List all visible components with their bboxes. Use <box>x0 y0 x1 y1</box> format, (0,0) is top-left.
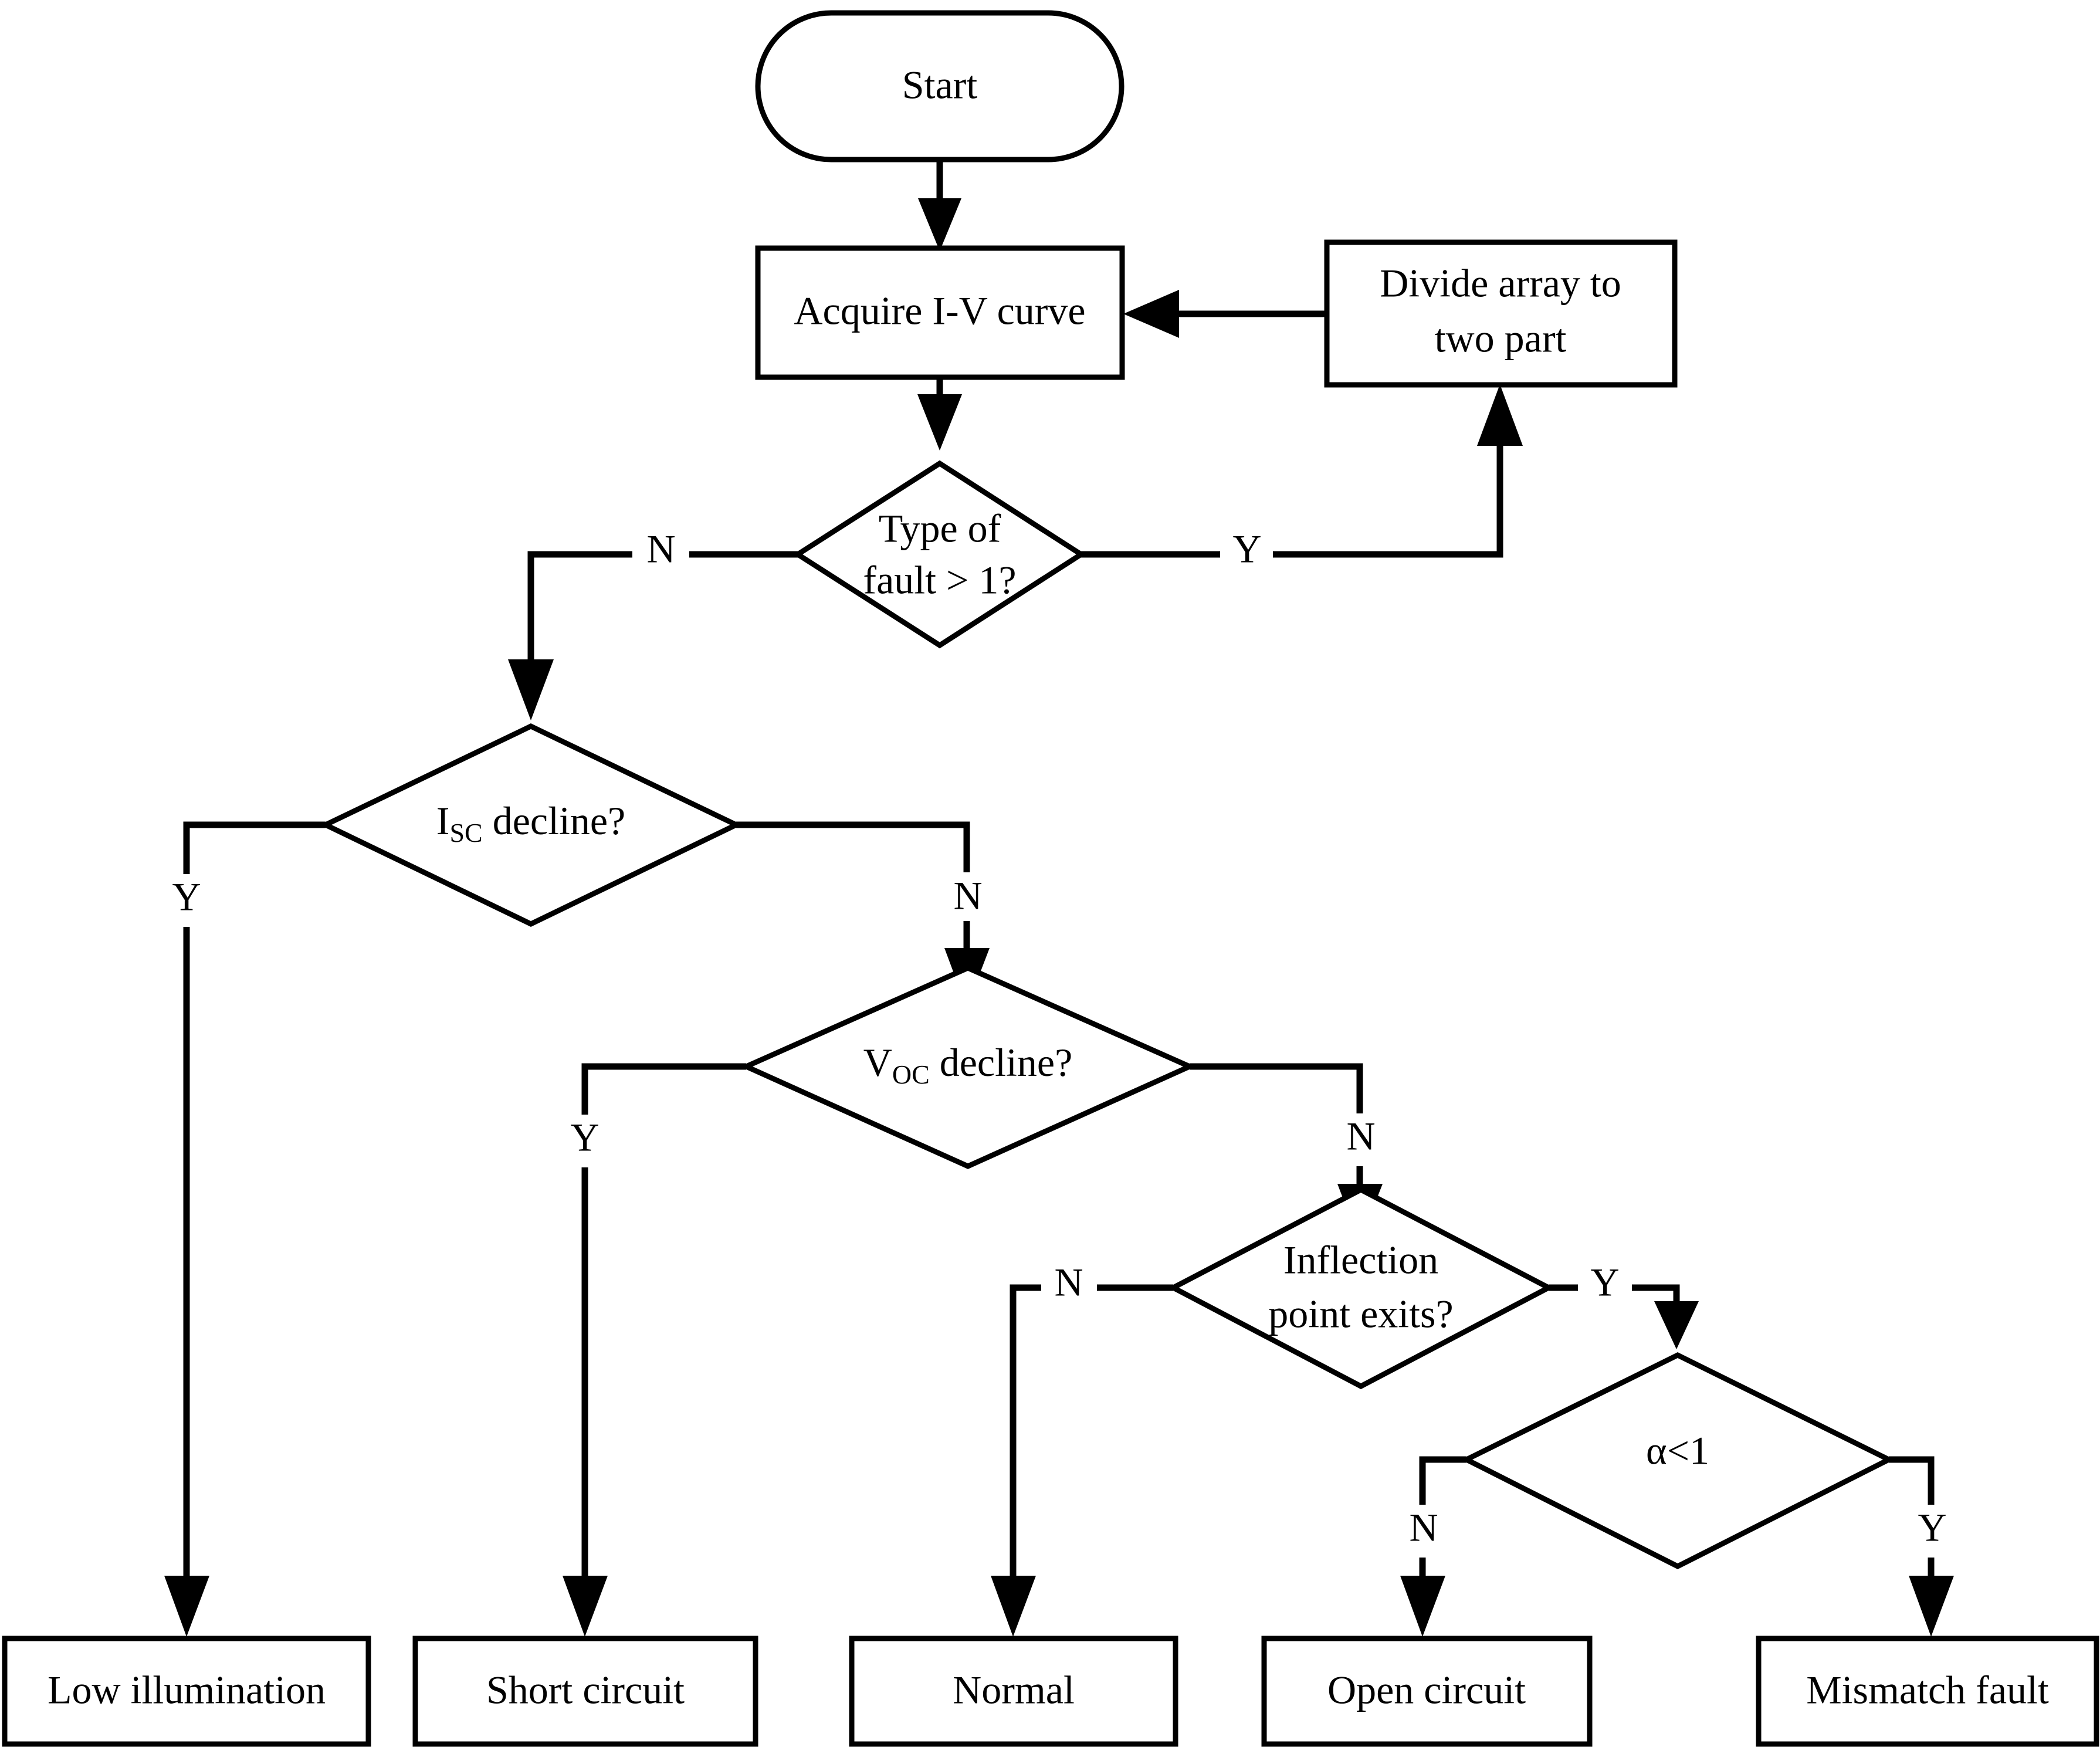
voc-tail: decline? <box>930 1040 1073 1085</box>
node-inflection-point-decision[interactable]: Inflection point exits? <box>1167 1186 1554 1390</box>
isc-tail: decline? <box>483 798 626 843</box>
branch-label-voc-yes: Y <box>570 1115 599 1160</box>
branch-label-isc-yes: Y <box>172 875 201 919</box>
node-alpha-decision[interactable]: α<1 <box>1460 1352 1895 1570</box>
edge-alpha-no-to-opencircuit <box>1400 1456 1466 1637</box>
node-acquire-label: Acquire I-V curve <box>794 289 1085 333</box>
node-normal[interactable]: Normal <box>849 1636 1178 1747</box>
edge-isc-no-to-voc <box>736 821 970 929</box>
edge-divide-to-acquire <box>1123 290 1327 338</box>
node-inflection-line2: point exits? <box>1268 1292 1453 1336</box>
node-mismatch-fault-label: Mismatch fault <box>1806 1668 2049 1712</box>
voc-subscript: OC <box>892 1059 930 1089</box>
node-type-of-fault-line2: fault > 1? <box>863 558 1016 602</box>
branch-label-alpha-no: N <box>1409 1505 1438 1550</box>
edge-alpha-yes-to-mismatchfault <box>1889 1456 1954 1637</box>
branch-label-alpha-yes: Y <box>1918 1505 1946 1550</box>
node-open-circuit-label: Open circuit <box>1327 1668 1526 1712</box>
node-type-of-fault-line1: Type of <box>879 506 1001 551</box>
branch-label-voc-no: N <box>1346 1114 1375 1159</box>
node-low-illumination[interactable]: Low illumination <box>2 1636 371 1747</box>
node-type-of-fault-decision[interactable]: Type of fault > 1? <box>792 460 1086 649</box>
edge-typeoffault-no-to-isc <box>508 551 798 720</box>
branch-label-inflection-yes: Y <box>1590 1260 1619 1305</box>
branch-label-typeoffault-no: N <box>646 527 675 571</box>
node-isc-decline-decision[interactable]: ISC decline? <box>319 723 743 927</box>
node-short-circuit-label: Short circuit <box>486 1668 685 1712</box>
edge-acquire-to-typeoffault <box>917 377 962 451</box>
edge-start-to-acquire <box>918 160 961 251</box>
node-short-circuit[interactable]: Short circuit <box>412 1636 758 1747</box>
node-voc-decline-decision[interactable]: VOC decline? <box>739 965 1197 1169</box>
edge-typeoffault-yes-to-divide <box>1081 384 1523 558</box>
edge-isc-yes-to-lowillumination <box>164 821 326 1637</box>
branch-label-typeoffault-yes: Y <box>1232 527 1261 571</box>
node-low-illumination-label: Low illumination <box>48 1668 326 1712</box>
node-divide-array[interactable]: Divide array to two part <box>1324 239 1678 388</box>
node-divide-label-line2: two part <box>1435 316 1567 361</box>
node-normal-label: Normal <box>953 1668 1075 1712</box>
node-alpha-label: α<1 <box>1646 1428 1709 1473</box>
edge-inflection-no-to-normal <box>991 1284 1173 1637</box>
node-open-circuit[interactable]: Open circuit <box>1261 1636 1593 1747</box>
node-acquire-iv-curve[interactable]: Acquire I-V curve <box>755 245 1125 380</box>
node-voc-decline-label: VOC decline? <box>863 1040 1073 1089</box>
node-start-label: Start <box>902 63 978 107</box>
node-start[interactable]: Start <box>755 10 1124 162</box>
edge-voc-yes-to-shortcircuit <box>563 1063 746 1637</box>
voc-symbol: V <box>863 1040 892 1085</box>
node-mismatch-fault[interactable]: Mismatch fault <box>1756 1636 2099 1747</box>
isc-symbol: I <box>436 798 450 843</box>
node-isc-decline-label: ISC decline? <box>436 798 625 848</box>
isc-subscript: SC <box>449 818 482 848</box>
edge-inflection-yes-to-alpha <box>1549 1284 1699 1349</box>
branch-label-isc-no: N <box>953 874 982 918</box>
node-divide-label-line1: Divide array to <box>1380 261 1621 306</box>
node-inflection-line1: Inflection <box>1283 1238 1438 1282</box>
branch-label-inflection-no: N <box>1054 1260 1083 1305</box>
